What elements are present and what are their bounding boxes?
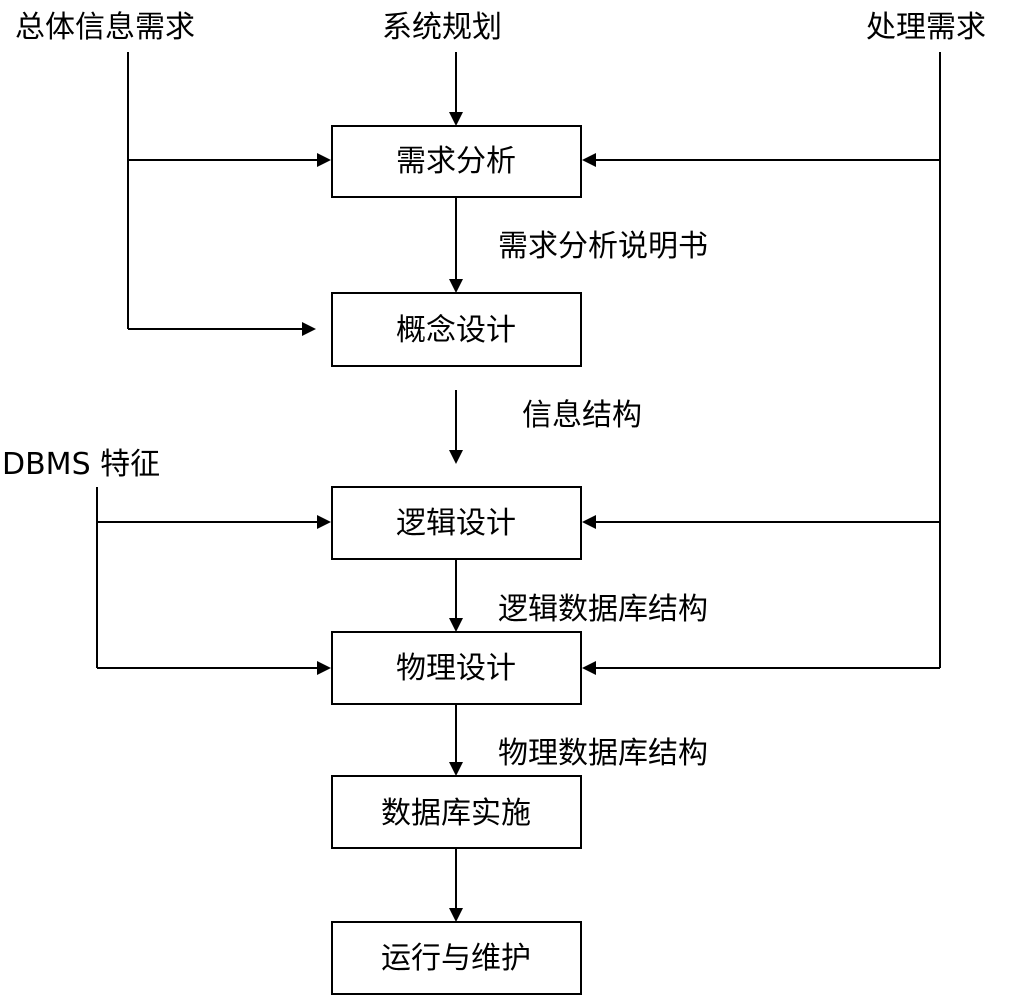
label-physical-db-structure: 物理数据库结构 [498,736,708,771]
label-information-structure: 信息结构 [522,398,642,433]
box-physical-design-label: 物理设计 [396,651,516,686]
feed-overall-info-requirements [127,52,331,336]
input-system-planning: 系统规划 [382,10,502,45]
feed-dbms-features [96,487,331,675]
box-conceptual-design-label: 概念设计 [396,313,516,348]
input-processing-requirements: 处理需求 [866,10,986,45]
box-operation-maintenance-label: 运行与维护 [381,941,531,976]
box-requirements-analysis: 需求分析 [331,125,582,198]
box-physical-design: 物理设计 [331,631,582,705]
box-operation-maintenance: 运行与维护 [331,921,582,995]
label-logical-db-structure: 逻辑数据库结构 [498,592,708,627]
feed-processing-requirements [582,52,941,675]
box-conceptual-design: 概念设计 [331,292,582,367]
box-database-implementation-label: 数据库实施 [381,796,531,831]
box-logical-design: 逻辑设计 [331,486,582,560]
box-database-implementation: 数据库实施 [331,775,582,849]
input-overall-info-requirements: 总体信息需求 [15,10,195,45]
box-requirements-analysis-label: 需求分析 [396,144,516,179]
label-requirements-spec: 需求分析说明书 [498,229,708,264]
input-dbms-features: DBMS 特征 [2,447,160,482]
box-logical-design-label: 逻辑设计 [396,506,516,541]
